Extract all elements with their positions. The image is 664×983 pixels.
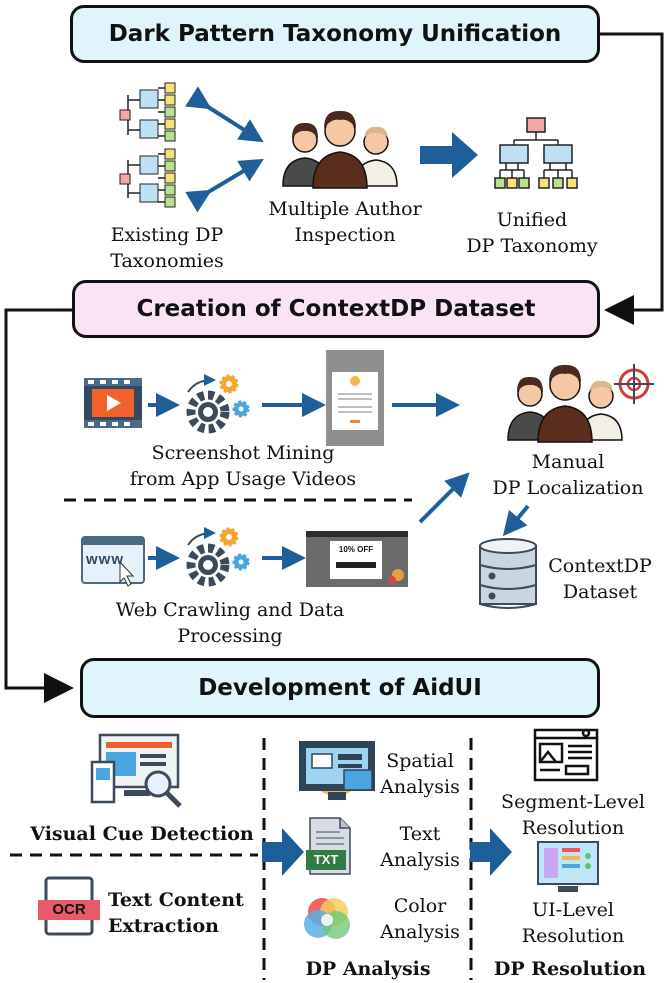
dataset-stage-box: Creation of ContextDP Dataset [72,280,600,338]
authors-target-icon [507,364,654,443]
browser-www-icon [81,536,145,587]
contextdp-dataset-label: ContextDP Dataset [548,555,652,603]
aidui-stage-title: Development of AidUI [198,675,482,701]
spatial-analysis-label: Spatial Analysis [380,750,460,798]
ui-level-monitor-icon [537,841,599,892]
bidirectional-arrow-icon [185,86,264,213]
segment-level-label: Segment-Level Resolution [501,791,645,839]
www-label: www [86,551,125,568]
color-analysis-label: Color Analysis [380,895,460,943]
taxonomy-stage-box: Dark Pattern Taxonomy Unification [70,5,600,63]
dp-resolution-heading: DP Resolution [493,958,647,980]
author-inspection-label: Multiple Author Inspection [268,198,422,246]
spatial-monitor-icon [299,741,375,800]
visual-cue-detection-label: Visual Cue Detection [30,823,254,845]
authors-group-icon [282,110,398,189]
color-venn-icon [304,898,350,939]
web-crawling-label: Web Crawling and Data Processing [115,599,345,647]
connector-dataset-to-aidui [4,308,74,703]
phone-screenshot-thumbnail [326,350,384,446]
manual-localization-label: Manual DP Localization [492,451,644,499]
screenshot-mining-label: Screenshot Mining from App Usage Videos [129,442,357,490]
txt-file-icon [306,817,351,875]
taxonomy-stage-title: Dark Pattern Taxonomy Unification [108,21,562,47]
existing-taxonomy-tree-icon [119,82,176,208]
webpage-screenshot-thumbnail [306,531,408,587]
big-arrow-right-icon [262,828,304,876]
dp-analysis-heading: DP Analysis [305,958,431,980]
arrow-localization-to-dataset [502,504,530,537]
unified-taxonomy-label: Unified DP Taxonomy [466,209,598,257]
connector-taxonomy-to-dataset [600,32,664,325]
big-arrow-right-icon [420,132,478,178]
ocr-label: OCR [52,901,86,918]
big-arrow-right-icon [470,828,512,876]
txt-label: TXT [313,852,339,867]
text-content-extraction-label: Text Content Extraction [108,889,244,937]
aidui-stage-box: Development of AidUI [80,658,600,718]
gears-icon [186,527,250,587]
arrow-webpage-to-localization [418,472,470,524]
offer-label: 10% OFF [338,545,374,554]
gears-icon [186,374,250,434]
existing-taxonomies-label: Existing DP Taxonomies [110,224,224,272]
devices-magnifier-icon [90,733,182,808]
video-icon [84,378,142,428]
unified-taxonomy-tree-icon [494,117,578,189]
segment-wireframe-icon [533,728,599,782]
ui-level-label: UI-Level Resolution [521,899,625,947]
database-icon [479,538,537,609]
ocr-icon [38,876,100,936]
text-analysis-label: Text Analysis [380,823,460,871]
dataset-stage-title: Creation of ContextDP Dataset [136,296,536,322]
